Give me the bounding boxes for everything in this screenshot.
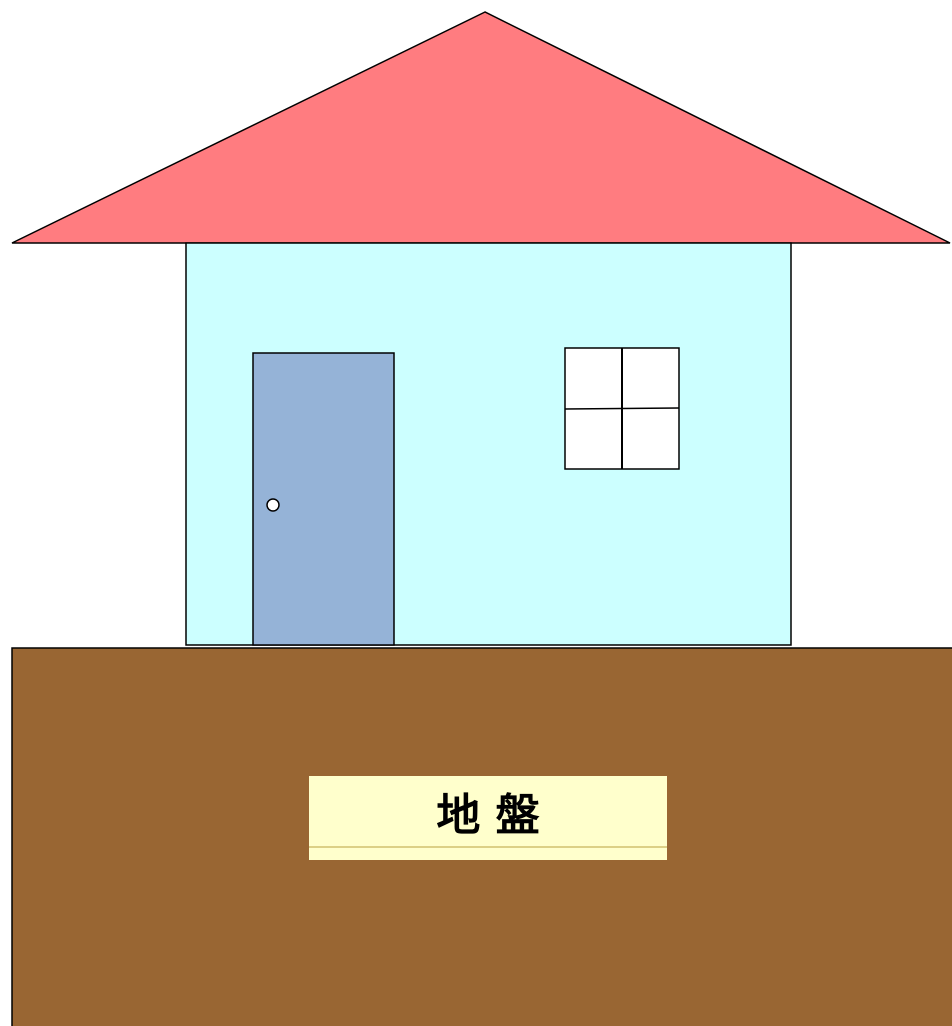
window: [564, 347, 680, 470]
ground-label: 地 盤: [309, 776, 667, 860]
ground-label-text: 地 盤: [436, 790, 539, 841]
window-horizontal-bar: [564, 407, 680, 410]
door-knob-icon: [266, 498, 280, 512]
ground-label-box: [309, 776, 667, 860]
door: [252, 352, 395, 646]
roof: [11, 11, 951, 244]
